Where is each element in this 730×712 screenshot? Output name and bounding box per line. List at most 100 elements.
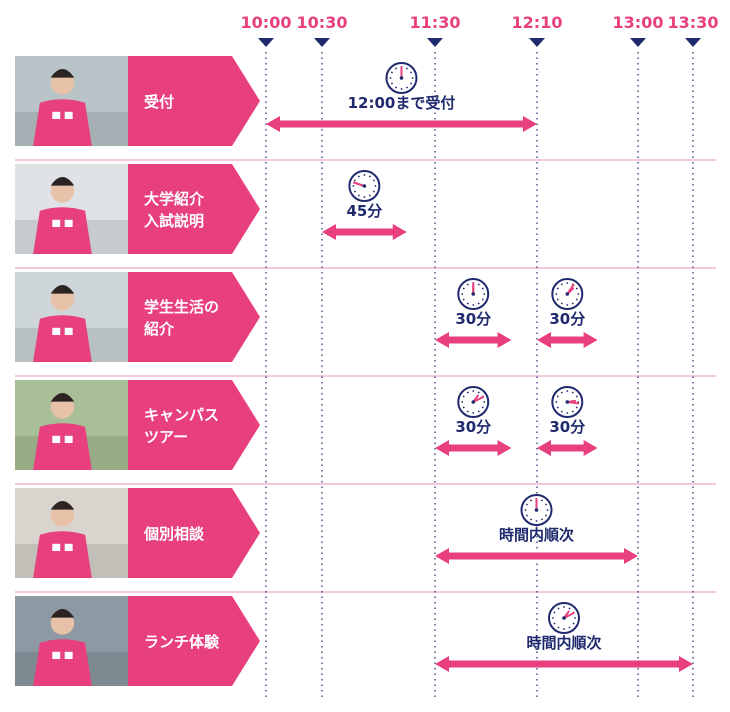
- clock-tick: [466, 283, 469, 286]
- arrow-head-right: [583, 332, 598, 348]
- shirt-logo: [64, 327, 73, 335]
- time-marker-triangle: [427, 38, 443, 47]
- arrow-head-left: [266, 116, 280, 132]
- clock-icon: [385, 62, 418, 94]
- clock-tick: [472, 304, 475, 306]
- clock-tick: [389, 77, 392, 79]
- clock-tick: [461, 401, 464, 403]
- clock-icon: [551, 386, 584, 418]
- clock-tick: [368, 175, 371, 178]
- arrow-head-left: [322, 224, 336, 240]
- activity-label: 入試説明: [144, 212, 204, 230]
- activity-label: 受付: [144, 93, 174, 111]
- row-lunch: ランチ体験時間内順次: [15, 596, 693, 686]
- clock-icon: [551, 278, 584, 310]
- time-marker-triangle: [258, 38, 274, 47]
- clock-tick: [530, 499, 532, 502]
- shirt-logo: [64, 111, 73, 119]
- shirt-logo: [52, 111, 61, 119]
- photo-reception: [15, 56, 128, 146]
- clock-tick: [577, 293, 580, 295]
- time-span: 12:00まで受付: [266, 62, 537, 132]
- clock-tick: [555, 401, 558, 403]
- time-span-label: 45分: [346, 202, 382, 220]
- person-hair: [50, 393, 75, 402]
- arrow-head-right: [497, 332, 512, 348]
- clock-hand: [472, 396, 485, 403]
- clock-tick: [395, 67, 397, 70]
- clock-tick: [575, 298, 578, 301]
- clock-tick: [363, 196, 366, 198]
- clock-tick: [560, 283, 563, 286]
- clock-center: [565, 292, 570, 296]
- clock-tick: [406, 86, 408, 89]
- clock-tick: [568, 626, 571, 629]
- clock-tick: [483, 293, 486, 295]
- clock-tick: [563, 606, 565, 608]
- clock-tick: [566, 390, 569, 392]
- clock-center: [362, 184, 367, 188]
- activity-label: 紹介: [144, 320, 175, 338]
- clock-tick: [556, 298, 559, 301]
- clock-tick: [391, 71, 393, 74]
- clock-icon: [548, 602, 580, 634]
- clock-tick: [568, 607, 571, 610]
- time-span-label: 30分: [549, 418, 585, 436]
- clock-tick: [556, 406, 559, 409]
- clock-tick: [526, 503, 528, 506]
- shirt-logo: [52, 651, 61, 659]
- arrow-head-left: [537, 440, 551, 456]
- person-pink-shirt: [33, 207, 92, 254]
- clock-hand: [566, 283, 575, 295]
- clock-tick: [481, 298, 484, 301]
- clock-tick: [481, 406, 484, 409]
- clock-tick: [535, 520, 538, 522]
- photo-lunch: [15, 596, 128, 686]
- shirt-logo: [64, 435, 73, 443]
- clock-tick: [557, 626, 560, 629]
- clock-tick: [477, 302, 480, 305]
- shirt-logo: [64, 543, 73, 551]
- arrow-head-left: [435, 548, 449, 564]
- clock-tick: [553, 611, 556, 614]
- clock-tick: [477, 283, 480, 286]
- time-span-label: 時間内順次: [499, 526, 574, 544]
- clock-tick: [566, 412, 569, 414]
- photo-campus-tour: [15, 380, 128, 470]
- time-marker-triangle: [630, 38, 646, 47]
- clock-tick: [357, 194, 360, 197]
- activity-label: ツアー: [144, 428, 188, 446]
- clock-tick: [483, 401, 486, 403]
- clock-tick: [571, 410, 574, 413]
- row-reception: 受付 12:00まで受付: [15, 56, 537, 146]
- time-span-label: 時間内順次: [526, 634, 601, 652]
- clock-tick: [391, 82, 393, 85]
- clock-tick: [352, 185, 355, 187]
- activity-label-background: [128, 488, 260, 578]
- arrow-head-right: [583, 440, 598, 456]
- person-pink-shirt: [33, 531, 92, 578]
- clock-tick: [481, 287, 484, 290]
- time-span: 45分: [322, 170, 407, 240]
- clock-tick: [546, 509, 549, 511]
- time-span-label: 30分: [549, 310, 585, 328]
- activity-label: 個別相談: [143, 525, 205, 543]
- time-label: 13:00: [613, 13, 664, 32]
- clock-center: [399, 76, 404, 80]
- clock-tick: [477, 410, 480, 413]
- clock-tick: [374, 185, 377, 187]
- time-span: 時間内順次: [435, 602, 693, 672]
- clock-tick: [541, 518, 543, 521]
- activity-label: 学生生活の: [144, 298, 219, 316]
- time-span: 30分: [537, 386, 598, 456]
- shirt-logo: [52, 435, 61, 443]
- clock-tick: [553, 622, 556, 625]
- photo-individual-consult: [15, 488, 128, 578]
- clock-tick: [545, 503, 547, 506]
- clock-tick: [462, 395, 465, 398]
- arrow-head-left: [537, 332, 551, 348]
- time-span-label: 30分: [455, 418, 491, 436]
- clock-tick: [373, 190, 375, 193]
